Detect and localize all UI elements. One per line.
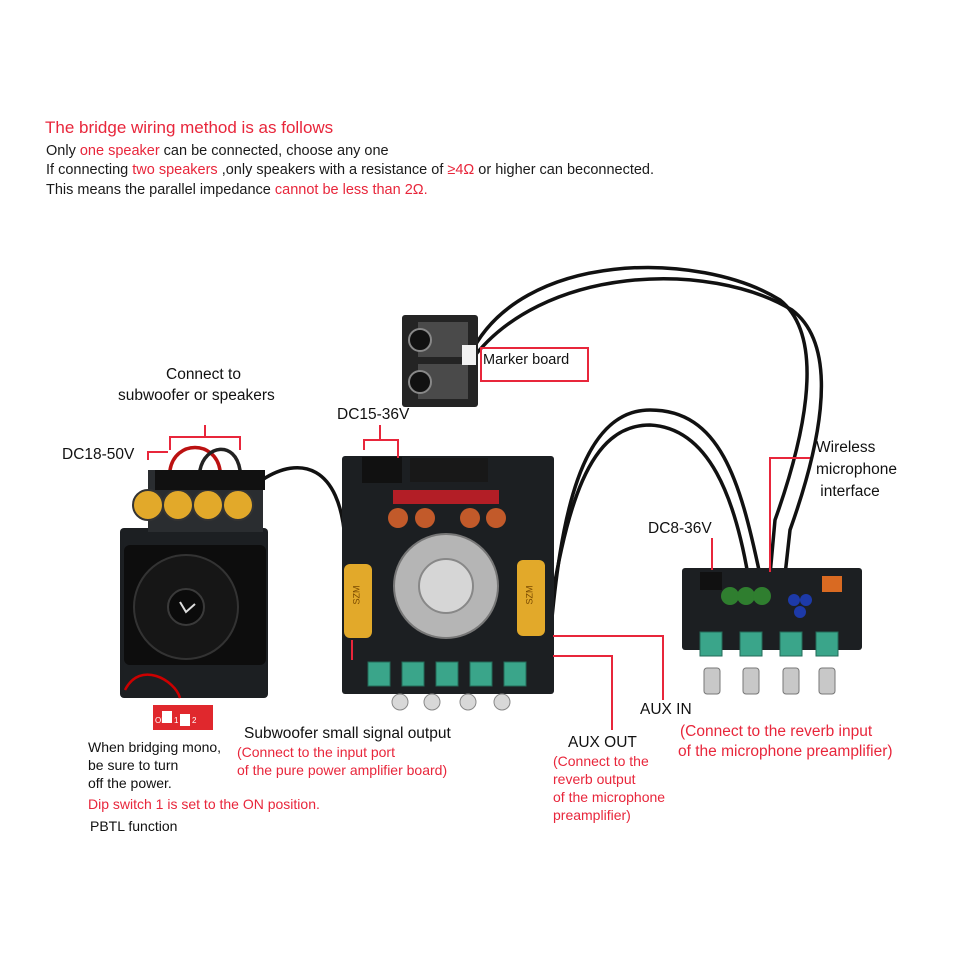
cap-brand-left: SZM bbox=[351, 585, 362, 605]
marker-board bbox=[402, 315, 478, 407]
header-line-2-b: two speakers bbox=[132, 162, 218, 178]
label-sub-out-note-1: (Connect to the input port bbox=[237, 744, 395, 760]
label-dip: Dip switch 1 is set to the ON position. bbox=[88, 796, 320, 812]
bridge-amp-board bbox=[120, 470, 268, 730]
label-sub-out: Subwoofer small signal output bbox=[244, 725, 451, 742]
header-line-2-d: ≥4Ω bbox=[447, 162, 475, 178]
label-aux-out-note-4: preamplifier) bbox=[553, 807, 631, 823]
label-aux-out-note-1: (Connect to the bbox=[553, 753, 649, 769]
dip-1-text: 1 bbox=[174, 716, 179, 725]
marker-cable-2 bbox=[468, 277, 824, 577]
marker-cable bbox=[468, 265, 809, 577]
label-connect-to: Connect to bbox=[166, 366, 241, 383]
label-dc8-36v: DC8-36V bbox=[648, 520, 712, 537]
header-line-1-b: one speaker bbox=[79, 143, 160, 159]
mic-preamp-board bbox=[682, 568, 862, 695]
sub-cable bbox=[260, 465, 350, 642]
label-aux-out-note-2: reverb output bbox=[553, 771, 636, 787]
header-line-2-e: or higher can beconnected. bbox=[474, 162, 655, 178]
speaker-wire-black bbox=[198, 447, 242, 472]
dip-2-text: 2 bbox=[192, 716, 197, 725]
header-line-3: This means the parallel impedance cannot… bbox=[46, 182, 428, 198]
label-aux-in-note-1: (Connect to the reverb input bbox=[680, 723, 873, 740]
header-line-2-a: If connecting bbox=[46, 162, 133, 178]
header-line-1-a: Only bbox=[46, 143, 80, 159]
cap-brand-right: SZM bbox=[524, 585, 535, 605]
callout-lines bbox=[147, 347, 810, 730]
label-aux-out: AUX OUT bbox=[568, 734, 637, 751]
label-subwoofer-or-speakers: subwoofer or speakers bbox=[118, 387, 275, 404]
dip-on-text: ON bbox=[155, 716, 167, 725]
label-sub-out-note-2: of the pure power amplifier board) bbox=[237, 762, 448, 778]
label-aux-in-note-2: of the microphone preamplifier) bbox=[678, 743, 893, 760]
header-line-3-a: This means the parallel impedance bbox=[46, 182, 275, 198]
label-bridge-3: off the power. bbox=[88, 775, 172, 791]
label-bridge-2: be sure to turn bbox=[88, 757, 179, 773]
label-wireless-2: microphone bbox=[816, 461, 897, 478]
speaker-wire-red bbox=[168, 445, 222, 472]
label-bridge-1: When bridging mono, bbox=[88, 739, 222, 755]
label-marker-board: Marker board bbox=[483, 352, 570, 368]
header-line-2: If connecting two speakers ,only speaker… bbox=[46, 162, 654, 178]
header-line-3-b: cannot be less than 2Ω. bbox=[274, 182, 428, 198]
header-line-1: Only one speaker can be connected, choos… bbox=[46, 143, 389, 159]
label-aux-in: AUX IN bbox=[640, 701, 692, 718]
aux-cable-2 bbox=[543, 423, 750, 647]
header-line-2-c: ,only speakers with a resistance of bbox=[217, 162, 448, 178]
label-pbtl: PBTL function bbox=[90, 818, 178, 834]
label-wireless-1: Wireless bbox=[816, 439, 876, 456]
header-line-1-c: can be connected, choose any one bbox=[159, 143, 389, 159]
label-aux-out-note-3: of the microphone bbox=[553, 789, 666, 805]
header-title: The bridge wiring method is as follows bbox=[45, 118, 334, 137]
label-dc15-36v: DC15-36V bbox=[337, 406, 410, 423]
label-dc18-50v: DC18-50V bbox=[62, 446, 135, 463]
label-wireless-3: interface bbox=[816, 483, 880, 500]
main-tone-board bbox=[342, 456, 554, 711]
